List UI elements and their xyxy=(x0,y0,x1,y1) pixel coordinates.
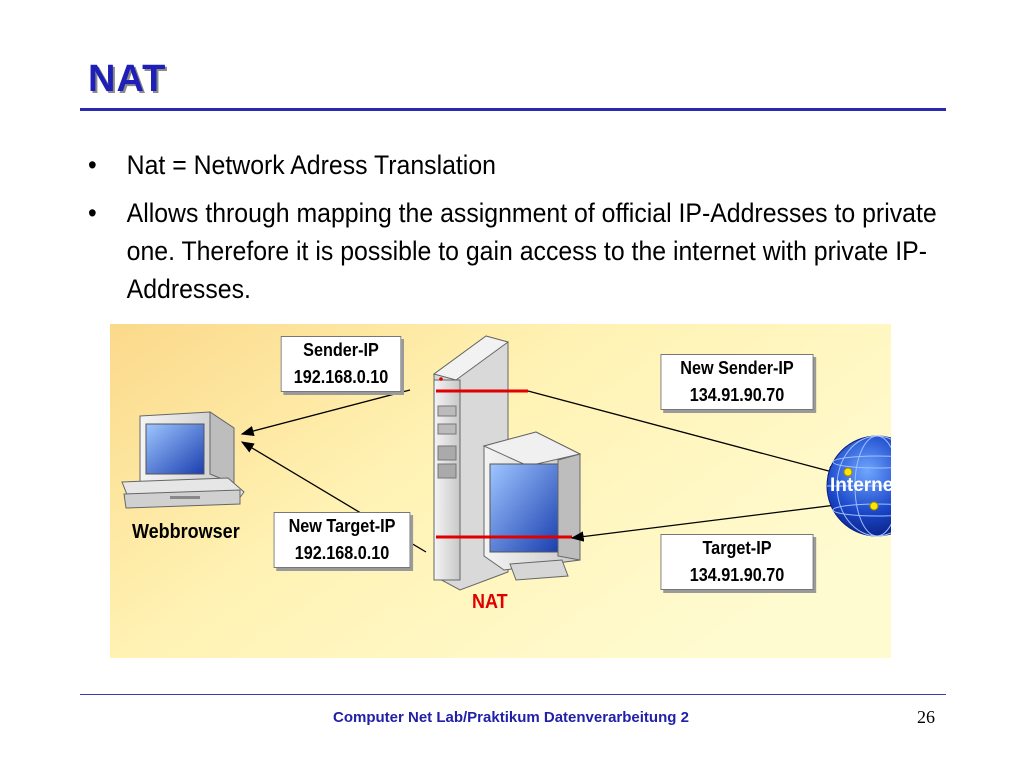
globe-icon xyxy=(826,435,891,537)
webbrowser-label: Webbrowser xyxy=(132,521,240,543)
bullet-text: Nat = Network Adress Translation xyxy=(126,150,496,180)
title-underline xyxy=(80,108,946,111)
bullet-symbol: • xyxy=(88,150,97,180)
bullet-symbol: • xyxy=(88,198,97,228)
target-ip-value: 134.91.90.70 xyxy=(689,565,785,585)
target-ip-box: Target-IP 134.91.90.70 xyxy=(660,534,814,590)
new-target-ip-label: New Target-IP xyxy=(288,516,396,536)
nat-label: NAT xyxy=(472,591,508,613)
arrow-sender-to-webbrowser xyxy=(240,389,411,437)
bullet-item: • Allows through mapping the assignment … xyxy=(88,194,955,308)
computer-icon xyxy=(121,411,245,509)
sender-ip-label: Sender-IP xyxy=(303,340,379,360)
new-sender-ip-label: New Sender-IP xyxy=(680,358,794,378)
page-number: 26 xyxy=(917,707,935,727)
footer-text: Computer Net Lab/Praktikum Datenverarbei… xyxy=(333,709,689,726)
bullet-item: • Nat = Network Adress Translation xyxy=(88,146,955,184)
target-ip-label: Target-IP xyxy=(702,538,772,558)
internet-label: Internet xyxy=(830,475,891,496)
slide-title: NAT xyxy=(88,58,167,100)
sender-ip-box: Sender-IP 192.168.0.10 xyxy=(280,336,402,392)
new-sender-ip-value: 134.91.90.70 xyxy=(689,385,785,405)
new-target-ip-value: 192.168.0.10 xyxy=(294,543,390,563)
nat-diagram: Sender-IP 192.168.0.10 New Target-IP 192… xyxy=(110,324,891,658)
bullet-list: • Nat = Network Adress Translation • All… xyxy=(88,146,937,318)
monitor-icon xyxy=(482,431,582,581)
footer-rule xyxy=(80,694,946,695)
bullet-text: Allows through mapping the assignment of… xyxy=(126,198,937,304)
arrow-nat-to-internet xyxy=(527,390,842,477)
sender-ip-value: 192.168.0.10 xyxy=(293,367,389,387)
new-target-ip-box: New Target-IP 192.168.0.10 xyxy=(273,512,411,568)
arrow-internet-to-nat xyxy=(570,503,845,542)
new-sender-ip-box: New Sender-IP 134.91.90.70 xyxy=(660,354,814,410)
